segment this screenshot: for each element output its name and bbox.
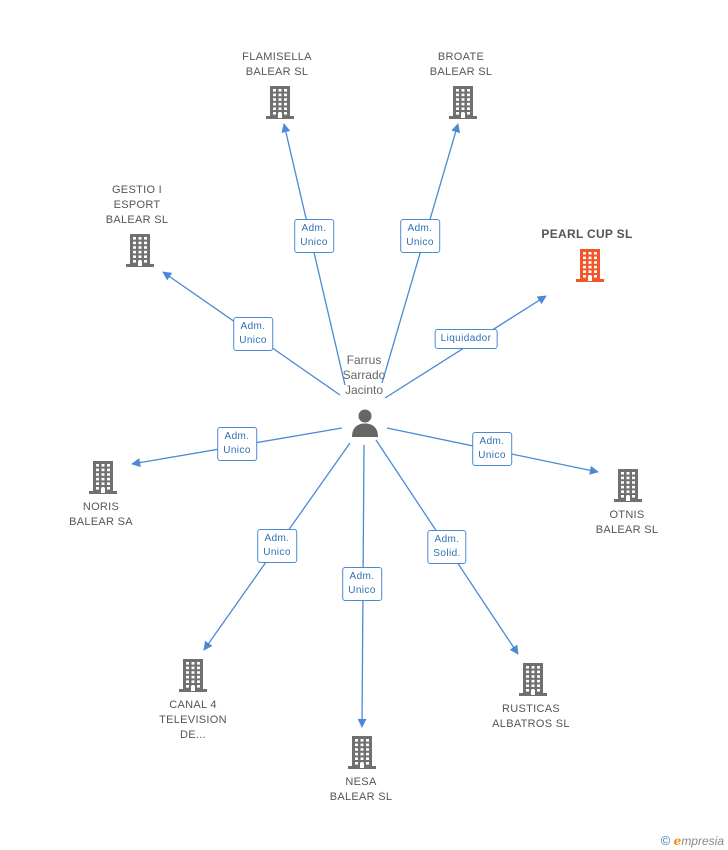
company-name-line: BALEAR SL — [595, 524, 659, 536]
relation-label-line: Unico — [406, 237, 434, 248]
company-name-line: ESPORT — [113, 199, 161, 211]
building-icon[interactable] — [347, 735, 377, 769]
building-icon[interactable] — [575, 248, 605, 282]
person-name-line: Farrus — [346, 353, 382, 367]
company-name-line: DE... — [180, 729, 206, 741]
relation-label-broate[interactable]: Adm. Unico — [400, 219, 440, 253]
relation-label-line: Unico — [300, 237, 328, 248]
relation-edge-flamisella — [281, 123, 346, 386]
company-name-label[interactable]: RUSTICAS ALBATROS SL — [461, 702, 601, 732]
relation-label-otnis[interactable]: Adm. Unico — [472, 432, 512, 466]
building-icon[interactable] — [178, 658, 208, 692]
relation-label-nesa[interactable]: Adm. Unico — [342, 567, 382, 601]
relation-label-rusticas[interactable]: Adm. Solid. — [427, 530, 467, 564]
relation-label-line: Unico — [263, 547, 291, 558]
company-name-label[interactable]: NESA BALEAR SL — [291, 775, 431, 805]
relation-label-pearl[interactable]: Liquidador — [434, 329, 498, 349]
company-name-label[interactable]: OTNIS BALEAR SL — [557, 508, 697, 538]
person-name-line: Sarrado — [342, 368, 386, 382]
company-name-label[interactable]: GESTIO I ESPORT BALEAR SL — [67, 183, 207, 228]
company-name-line: FLAMISELLA — [242, 51, 312, 63]
company-name-line: BALEAR SL — [245, 66, 309, 78]
person-name-line: Jacinto — [344, 383, 384, 397]
building-icon[interactable] — [125, 233, 155, 267]
company-name-label[interactable]: NORIS BALEAR SA — [31, 500, 171, 530]
building-icon[interactable] — [265, 85, 295, 119]
relation-label-canal4[interactable]: Adm. Unico — [257, 529, 297, 563]
company-name-label[interactable]: CANAL 4 TELEVISION DE... — [123, 698, 263, 743]
company-name-line: ALBATROS SL — [492, 718, 570, 730]
relation-label-line: Liquidador — [440, 333, 492, 344]
building-icon[interactable] — [518, 662, 548, 696]
company-name-line: OTNIS — [609, 509, 645, 521]
relation-label-line: Adm. — [264, 533, 290, 544]
company-name-line: CANAL 4 — [169, 699, 217, 711]
company-name-line: PEARL CUP SL — [541, 227, 633, 241]
company-name-line: NORIS — [82, 501, 120, 513]
building-icon[interactable] — [88, 460, 118, 494]
relation-label-flamisella[interactable]: Adm. Unico — [294, 219, 334, 253]
relation-label-line: Adm. — [301, 223, 327, 234]
company-name-label[interactable]: BROATE BALEAR SL — [391, 50, 531, 80]
building-icon[interactable] — [448, 85, 478, 119]
company-name-line: GESTIO I — [111, 184, 163, 196]
relation-label-line: Unico — [223, 445, 251, 456]
company-name-line: BALEAR SA — [69, 516, 133, 528]
company-name-line: BALEAR SL — [429, 66, 493, 78]
relation-label-line: Adm. — [349, 571, 375, 582]
relation-label-line: Adm. — [240, 321, 266, 332]
company-name-line: BALEAR SL — [105, 214, 169, 226]
relation-label-line: Adm. — [407, 223, 433, 234]
company-name-line: TELEVISION — [159, 714, 227, 726]
company-name-line: RUSTICAS — [501, 703, 561, 715]
company-name-label[interactable]: PEARL CUP SL — [517, 227, 657, 242]
brand-logo-letter: e — [673, 834, 682, 848]
relation-label-line: Unico — [478, 450, 506, 461]
company-name-line: BALEAR SL — [329, 791, 393, 803]
relation-label-gestio[interactable]: Adm. Unico — [233, 317, 273, 351]
relation-label-line: Adm. — [479, 436, 505, 447]
building-icon[interactable] — [613, 468, 643, 502]
relation-label-line: Adm. — [434, 534, 460, 545]
relation-edge-broate — [381, 123, 461, 384]
relation-label-noris[interactable]: Adm. Unico — [217, 427, 257, 461]
company-name-line: NESA — [345, 776, 377, 788]
company-name-label[interactable]: FLAMISELLA BALEAR SL — [207, 50, 347, 80]
copyright-symbol: © — [660, 833, 671, 848]
relation-label-line: Solid. — [433, 548, 461, 559]
relation-label-line: Unico — [239, 335, 267, 346]
relation-label-line: Unico — [348, 585, 376, 596]
brand-logo-text: mpresia — [681, 834, 724, 848]
company-name-line: BROATE — [437, 51, 485, 63]
footer-brand: © empresia — [661, 833, 724, 848]
relation-label-line: Adm. — [224, 431, 250, 442]
person-icon[interactable] — [350, 408, 380, 438]
